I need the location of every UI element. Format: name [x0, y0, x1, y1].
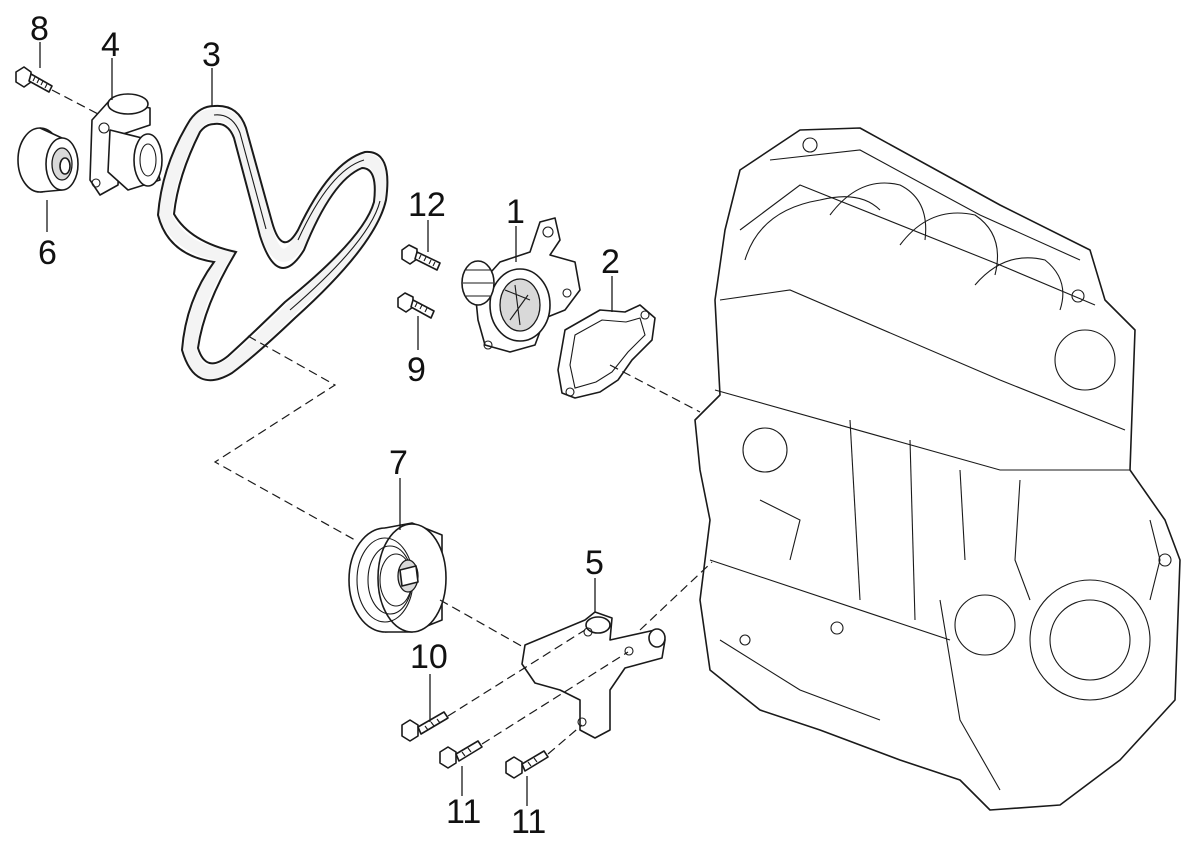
callout-4: 4	[101, 26, 120, 64]
idler-pulley-6	[17, 127, 79, 193]
callout-5: 5	[585, 544, 604, 582]
crank-pulley-7	[348, 522, 447, 633]
tensioner-4	[89, 93, 163, 196]
callout-9: 9	[407, 351, 426, 389]
callout-12: 12	[408, 186, 446, 224]
callout-3: 3	[202, 36, 221, 74]
assembly-lines	[51, 89, 713, 755]
drive-belt-3	[156, 104, 389, 382]
engine-block	[694, 127, 1181, 811]
gasket-2	[557, 304, 656, 399]
callout-1: 1	[506, 193, 525, 231]
callout-11-right: 11	[511, 803, 547, 841]
callout-8: 8	[30, 10, 49, 48]
bolt-8	[15, 66, 53, 93]
bolt-10	[401, 711, 449, 742]
callout-11-left: 11	[446, 793, 482, 831]
callout-2: 2	[601, 243, 620, 281]
bracket-5	[521, 611, 666, 739]
callout-7: 7	[389, 444, 408, 482]
bolt-12	[401, 244, 441, 271]
callout-10: 10	[410, 638, 448, 676]
leader-lines	[39, 42, 613, 806]
bolt-11-left	[439, 740, 483, 769]
water-pump-1	[461, 217, 581, 353]
bolt-11-right	[505, 750, 549, 779]
callout-6: 6	[38, 234, 57, 272]
bolt-9	[397, 292, 435, 319]
